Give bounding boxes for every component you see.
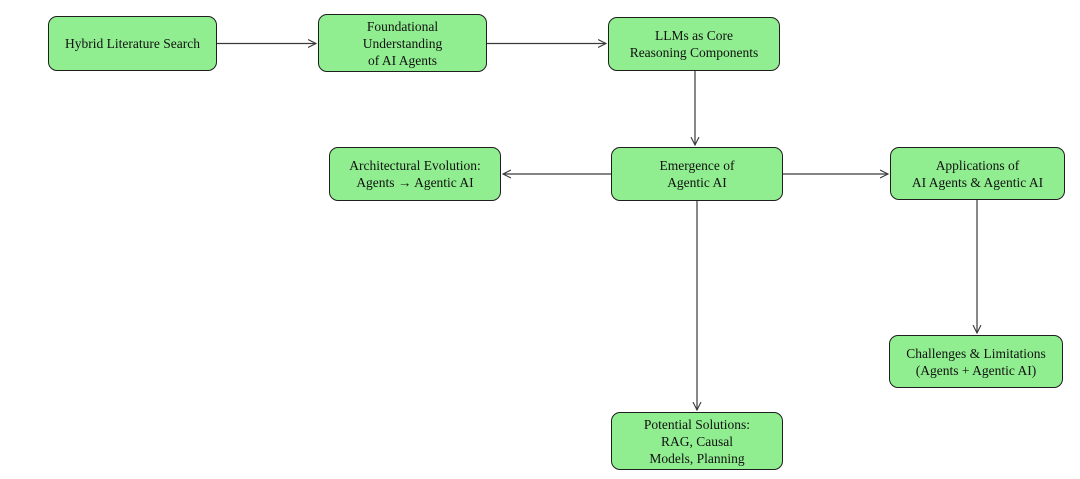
node-architectural-evolution: Architectural Evolution: Agents → Agenti… bbox=[329, 147, 501, 201]
node-label: LLMs as Core Reasoning Components bbox=[629, 28, 759, 60]
node-label: Applications of AI Agents & Agentic AI bbox=[911, 157, 1044, 190]
node-label: Challenges & Limitations (Agents + Agent… bbox=[906, 345, 1046, 378]
node-label: Architectural Evolution: Agents → Agenti… bbox=[349, 158, 481, 190]
node-challenges-limitations: Challenges & Limitations (Agents + Agent… bbox=[889, 335, 1063, 388]
node-label: Emergence of Agentic AI bbox=[659, 158, 735, 190]
node-applications: Applications of AI Agents & Agentic AI bbox=[890, 147, 1065, 200]
node-label: Potential Solutions: RAG, Causal Models,… bbox=[643, 416, 751, 466]
node-hybrid-literature-search: Hybrid Literature Search bbox=[48, 16, 217, 71]
node-label: Foundational Understanding of AI Agents bbox=[362, 18, 443, 68]
node-emergence-agentic-ai: Emergence of Agentic AI bbox=[611, 147, 783, 201]
node-llms-core-reasoning: LLMs as Core Reasoning Components bbox=[608, 17, 780, 71]
node-label: Hybrid Literature Search bbox=[65, 36, 200, 51]
node-foundational-understanding: Foundational Understanding of AI Agents bbox=[318, 14, 487, 72]
node-potential-solutions: Potential Solutions: RAG, Causal Models,… bbox=[611, 412, 783, 470]
